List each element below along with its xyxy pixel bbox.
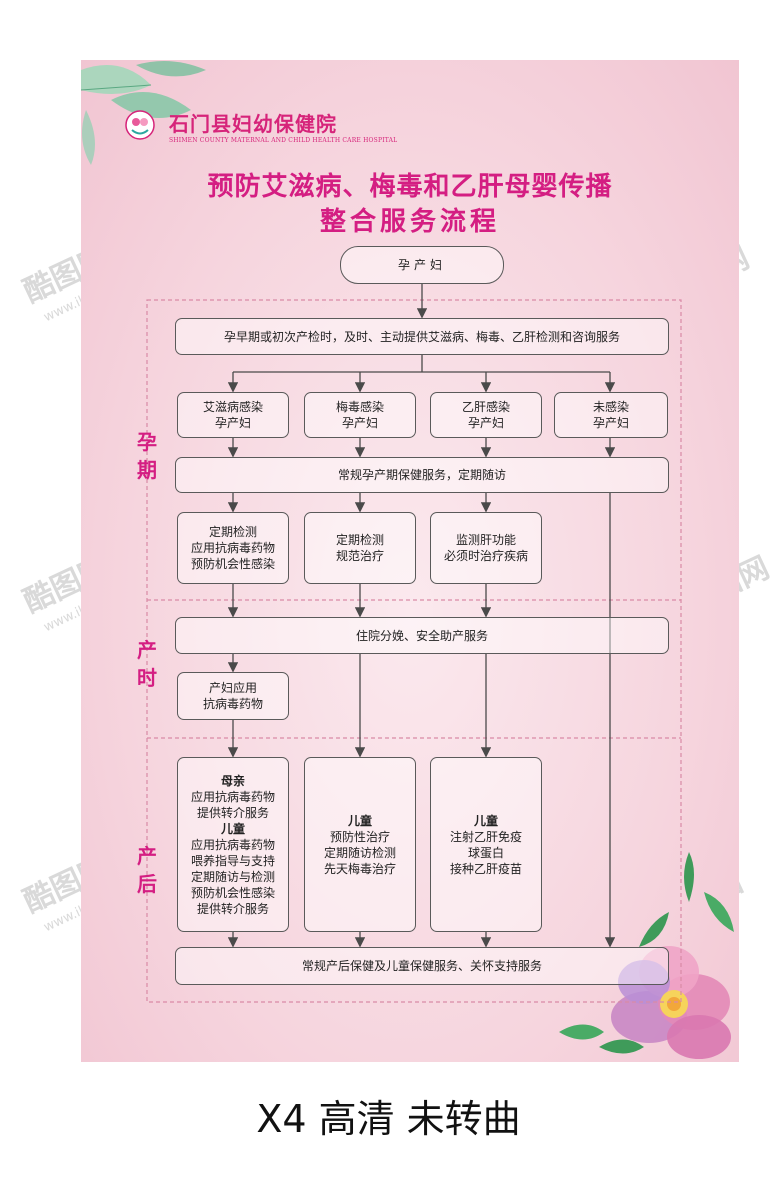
hiv-group-node: 艾滋病感染 孕产妇 bbox=[177, 392, 289, 438]
uninfected-group-node: 未感染 孕产妇 bbox=[554, 392, 668, 438]
hepb-group-node: 乙肝感染 孕产妇 bbox=[430, 392, 542, 438]
routine-prenatal-label: 常规孕产期保健服务，定期随访 bbox=[337, 468, 506, 482]
hepb-prenatal-line: 必须时治疗疾病 bbox=[443, 549, 528, 563]
syphilis-group-node: 梅毒感染 孕产妇 bbox=[304, 392, 416, 438]
routine-postpartum-label: 常规产后保健及儿童保健服务、关怀支持服务 bbox=[301, 959, 542, 973]
footer-note: X4 高清 未转曲 bbox=[256, 1097, 521, 1141]
hiv-delivery-node: 产妇应用 抗病毒药物 bbox=[177, 672, 289, 720]
hiv-prenatal-line: 预防机会性感染 bbox=[190, 557, 275, 571]
flower-decoration bbox=[559, 852, 734, 1059]
poster: 石门县妇幼保健院 SHIMEN COUNTY MATERNAL AND CHIL… bbox=[81, 60, 739, 1062]
hospital-logo bbox=[125, 110, 155, 140]
hiv-postpartum-node: 母亲 应用抗病毒药物 提供转介服务 儿童 应用抗病毒药物 喂养指导与支持 定期随… bbox=[177, 757, 289, 932]
hepb-group-line: 孕产妇 bbox=[467, 416, 504, 430]
start-node: 孕产妇 bbox=[340, 246, 504, 284]
stage-label-delivery: 产时 bbox=[137, 638, 157, 690]
hiv-postpartum-line: 定期随访与检测 bbox=[190, 869, 275, 884]
hepb-prenatal-node: 监测肝功能 必须时治疗疾病 bbox=[430, 512, 542, 584]
hiv-group-line: 艾滋病感染 bbox=[202, 400, 263, 414]
org-name: 石门县妇幼保健院 bbox=[169, 112, 337, 136]
hiv-postpartum-line: 应用抗病毒药物 bbox=[190, 837, 275, 852]
hepb-postpartum-line: 注射乙肝免疫 bbox=[449, 829, 522, 844]
hiv-delivery-line: 产妇应用 bbox=[208, 681, 257, 695]
delivery-service-node: 住院分娩、安全助产服务 bbox=[175, 617, 669, 654]
hiv-postpartum-line: 提供转介服务 bbox=[196, 901, 269, 916]
hiv-prenatal-line: 定期检测 bbox=[208, 525, 257, 539]
syphilis-group-line: 孕产妇 bbox=[341, 416, 378, 430]
org-name-en: SHIMEN COUNTY MATERNAL AND CHILD HEALTH … bbox=[169, 137, 398, 144]
hepb-postpartum-line: 接种乙肝疫苗 bbox=[449, 861, 522, 876]
delivery-service-label: 住院分娩、安全助产服务 bbox=[355, 628, 488, 643]
syphilis-prenatal-node: 定期检测 规范治疗 bbox=[304, 512, 416, 584]
syphilis-postpartum-line: 预防性治疗 bbox=[329, 829, 390, 844]
uninfected-group-line: 孕产妇 bbox=[592, 416, 629, 430]
syphilis-prenatal-line: 定期检测 bbox=[335, 533, 384, 547]
hepb-prenatal-line: 监测肝功能 bbox=[455, 533, 516, 547]
first-visit-label: 孕早期或初次产检时，及时、主动提供艾滋病、梅毒、乙肝检测和咨询服务 bbox=[223, 329, 620, 344]
start-node-label: 孕产妇 bbox=[397, 258, 446, 272]
page-title: 预防艾滋病、梅毒和乙肝母婴传播 bbox=[207, 172, 613, 202]
hiv-postpartum-line: 预防机会性感染 bbox=[190, 885, 275, 900]
hiv-prenatal-line: 应用抗病毒药物 bbox=[190, 541, 275, 555]
hiv-delivery-line: 抗病毒药物 bbox=[202, 697, 263, 711]
syphilis-postpartum-node: 儿童 预防性治疗 定期随访检测 先天梅毒治疗 bbox=[304, 757, 416, 932]
page-subtitle: 整合服务流程 bbox=[319, 207, 500, 237]
hiv-postpartum-line: 应用抗病毒药物 bbox=[190, 789, 275, 804]
hiv-postpartum-line: 喂养指导与支持 bbox=[190, 853, 275, 868]
syphilis-postpartum-line: 定期随访检测 bbox=[323, 845, 396, 860]
hepb-postpartum-node: 儿童 注射乙肝免疫 球蛋白 接种乙肝疫苗 bbox=[430, 757, 542, 932]
uninfected-group-line: 未感染 bbox=[592, 400, 629, 414]
hepb-postpartum-line: 球蛋白 bbox=[467, 845, 504, 860]
hiv-postpartum-line: 提供转介服务 bbox=[196, 805, 269, 820]
stage-label-pregnancy: 孕期 bbox=[137, 430, 157, 482]
hiv-postpartum-mother-heading: 母亲 bbox=[220, 773, 245, 788]
syphilis-prenatal-line: 规范治疗 bbox=[335, 549, 384, 563]
first-visit-node: 孕早期或初次产检时，及时、主动提供艾滋病、梅毒、乙肝检测和咨询服务 bbox=[175, 318, 669, 355]
syphilis-postpartum-heading: 儿童 bbox=[347, 813, 372, 828]
leaf-decoration bbox=[81, 61, 206, 165]
routine-prenatal-node: 常规孕产期保健服务，定期随访 bbox=[175, 457, 669, 493]
stage-label-postpartum: 产后 bbox=[137, 844, 157, 896]
hiv-postpartum-child-heading: 儿童 bbox=[220, 821, 245, 836]
syphilis-group-line: 梅毒感染 bbox=[335, 400, 384, 414]
hiv-prenatal-node: 定期检测 应用抗病毒药物 预防机会性感染 bbox=[177, 512, 289, 584]
routine-postpartum-node: 常规产后保健及儿童保健服务、关怀支持服务 bbox=[175, 947, 669, 985]
hiv-group-line: 孕产妇 bbox=[214, 416, 251, 430]
hepb-group-line: 乙肝感染 bbox=[461, 400, 510, 414]
syphilis-postpartum-line: 先天梅毒治疗 bbox=[323, 861, 396, 876]
hepb-postpartum-heading: 儿童 bbox=[473, 813, 498, 828]
